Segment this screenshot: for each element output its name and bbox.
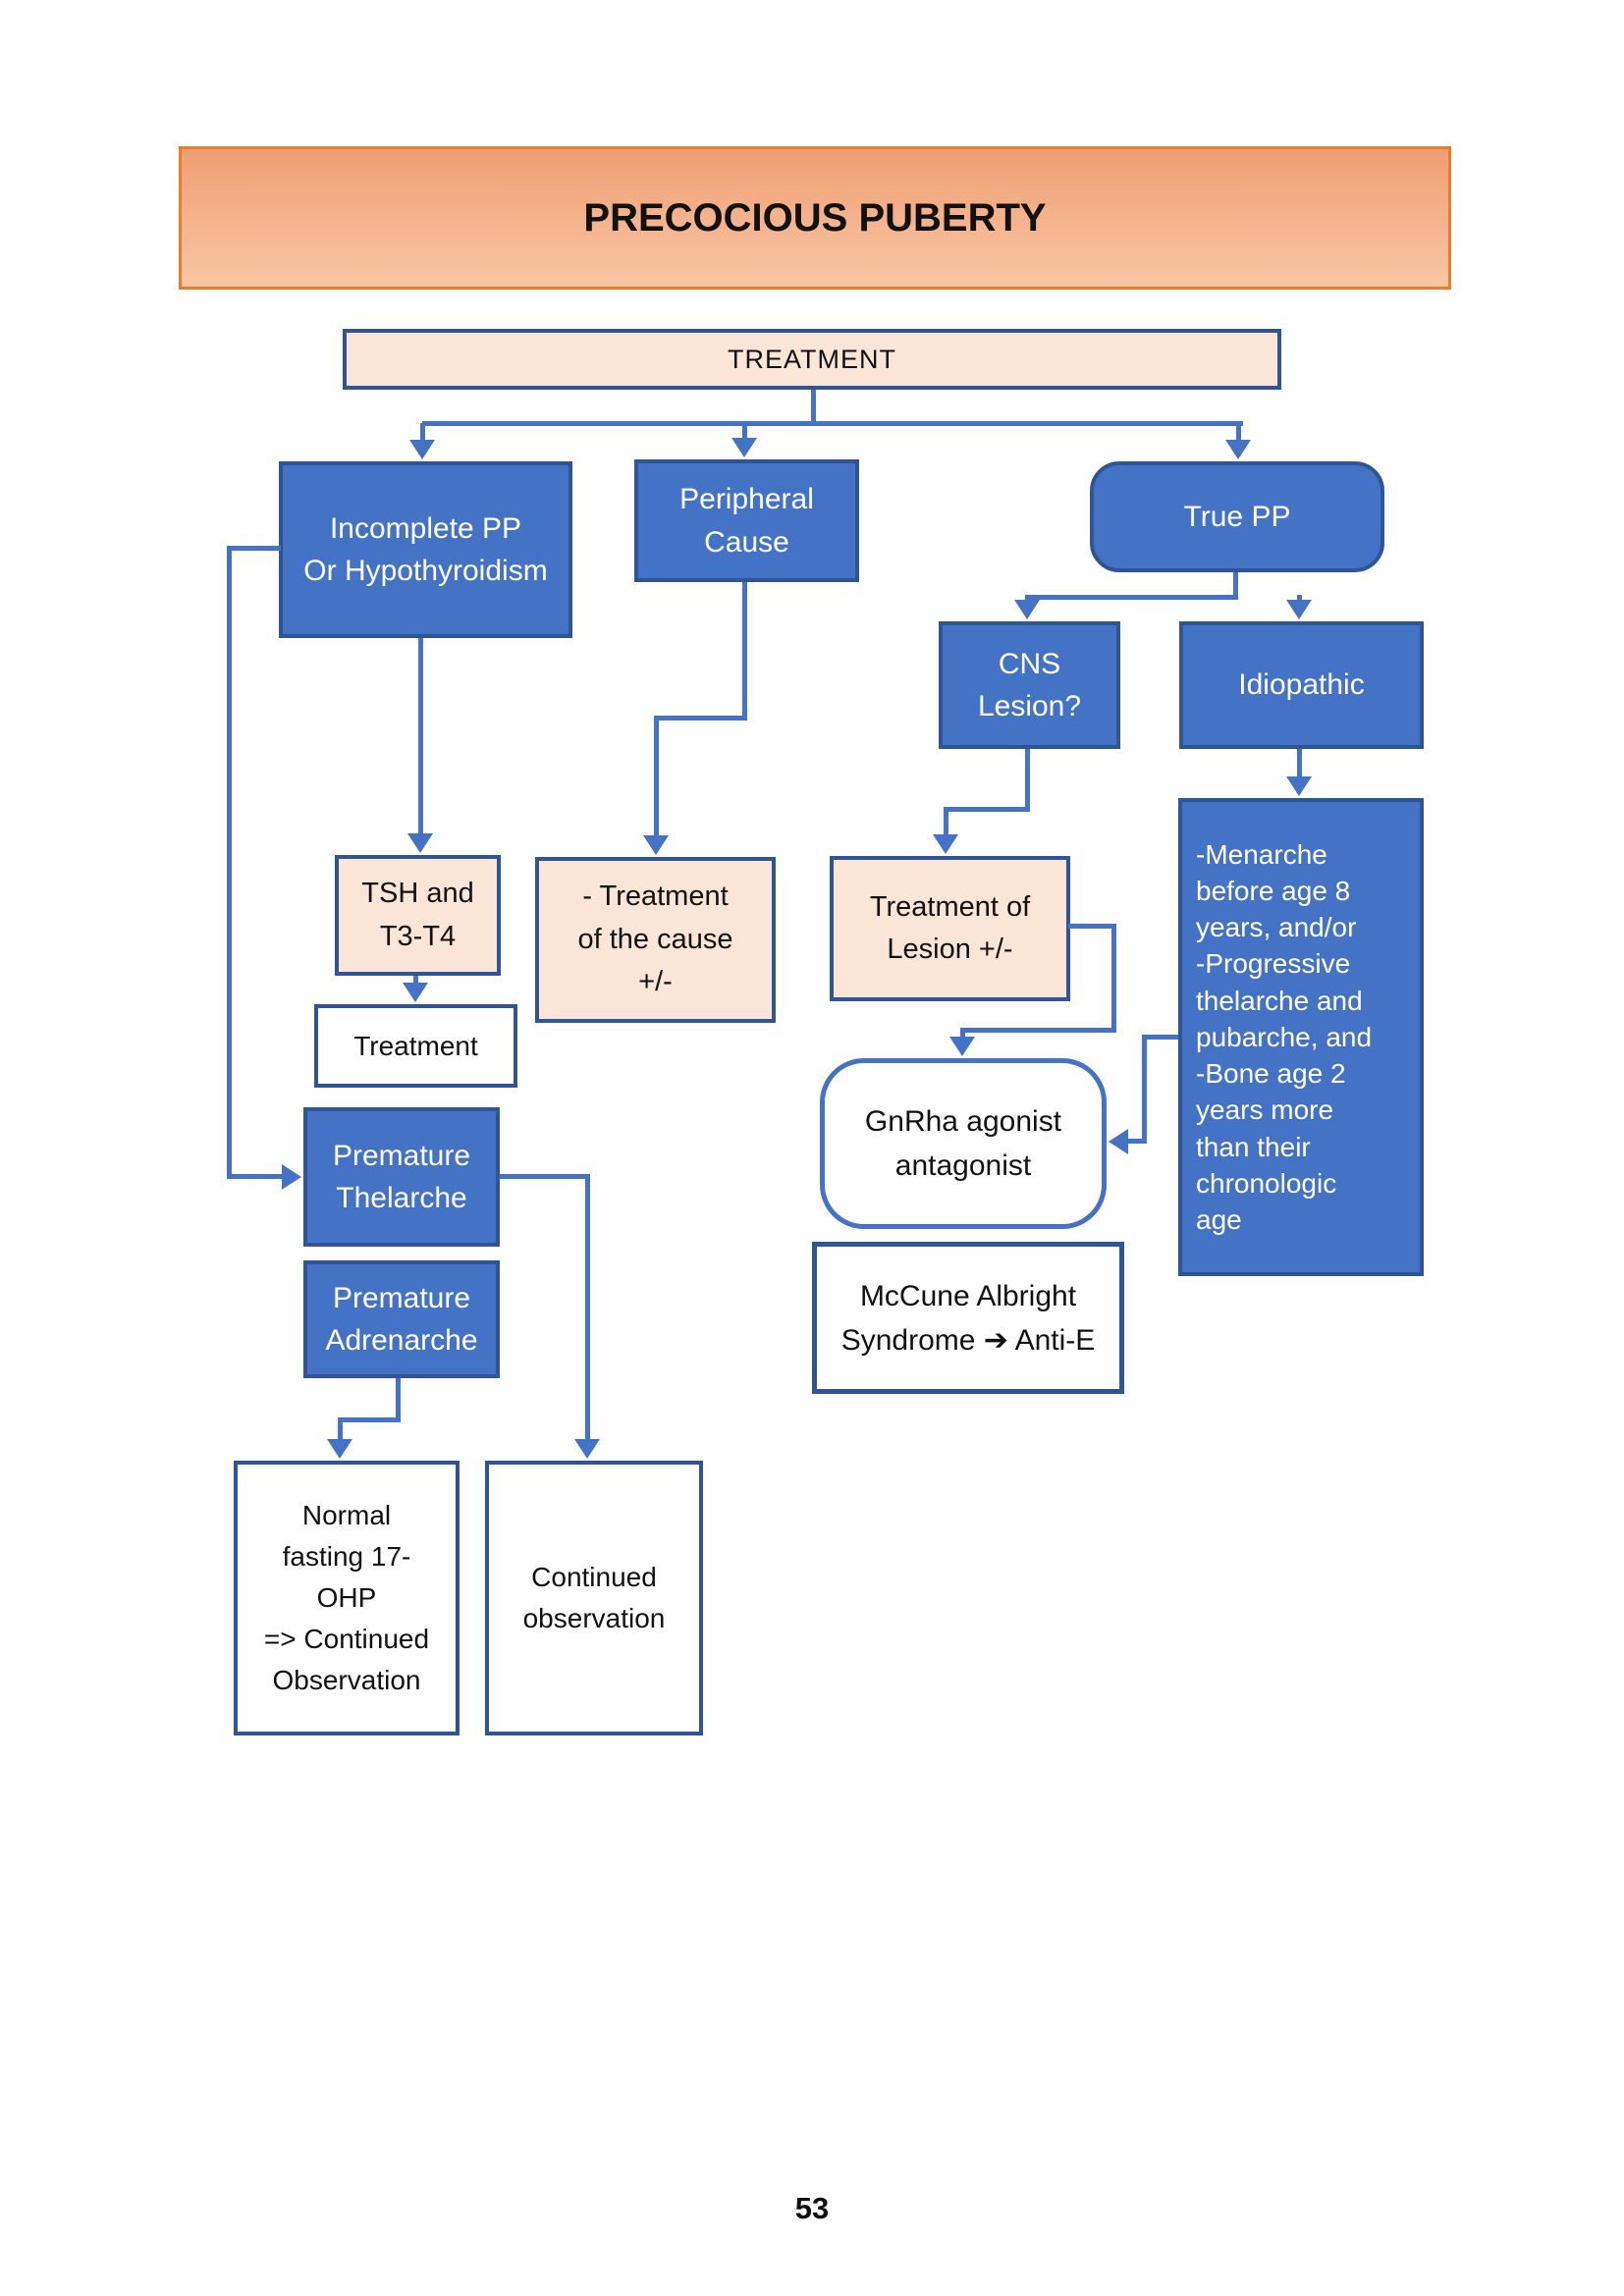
connector-line <box>742 582 747 720</box>
node-gnrha-agonist: GnRha agonist antagonist <box>820 1058 1107 1229</box>
connector-line <box>1142 1035 1147 1144</box>
node-continued-observation: Continued observation <box>485 1461 703 1735</box>
connector-line <box>1297 749 1302 778</box>
connector-line <box>1127 1139 1145 1144</box>
normal-17ohp-label: Normal fasting 17- OHP => Continued Obse… <box>263 1500 430 1695</box>
true-pp-label: True PP <box>1183 500 1291 533</box>
connector-arrowhead <box>1014 600 1040 619</box>
connector-arrowhead <box>1286 600 1312 619</box>
connector-line <box>500 1174 590 1179</box>
connector-line <box>811 390 816 423</box>
treatment-of-lesion-label: Treatment of Lesion +/- <box>869 890 1031 966</box>
node-true-pp: True PP <box>1090 461 1384 572</box>
page-number: 53 <box>794 2191 830 2225</box>
connector-line <box>1025 749 1030 812</box>
connector-line <box>1297 595 1302 604</box>
connector-arrowhead <box>574 1439 600 1459</box>
connector-line <box>338 1417 401 1422</box>
node-idiopathic: Idiopathic <box>1179 621 1424 749</box>
connector-line <box>338 1417 343 1442</box>
connector-arrowhead <box>327 1439 352 1459</box>
connector-line <box>585 1174 590 1441</box>
incomplete-pp-label: Incomplete PP Or Hypothyroidism <box>303 511 548 588</box>
node-treatment-plain: Treatment <box>314 1004 517 1088</box>
premature-thelarche-label: Premature Thelarche <box>332 1139 471 1215</box>
node-premature-thelarche: Premature Thelarche <box>303 1107 500 1247</box>
node-treatment-of-lesion: Treatment of Lesion +/- <box>830 856 1070 1001</box>
mccune-label: McCune Albright Syndrome ➔ Anti-E <box>840 1279 1096 1357</box>
node-treatment-of-cause: - Treatment of the cause +/- <box>535 857 776 1023</box>
connector-line <box>1025 595 1030 604</box>
node-premature-adrenarche: Premature Adrenarche <box>303 1260 500 1378</box>
node-cns-lesion: CNS Lesion? <box>939 621 1120 749</box>
connector-line <box>227 546 281 551</box>
premature-adrenarche-label: Premature Adrenarche <box>325 1281 478 1358</box>
gnrha-label: GnRha agonist antagonist <box>864 1105 1062 1182</box>
treatment-plain-label: Treatment <box>353 1030 478 1061</box>
connector-line <box>227 1174 284 1179</box>
node-tsh-t3-t4: TSH and T3-T4 <box>335 855 501 976</box>
treatment-of-cause-label: - Treatment of the cause +/- <box>577 881 733 998</box>
connector-arrowhead <box>282 1164 301 1190</box>
connector-line <box>944 807 948 836</box>
connector-line <box>227 546 232 1179</box>
connector-arrowhead <box>1286 776 1312 796</box>
treatment-header-label: TREATMENT <box>728 344 896 374</box>
connector-line <box>654 716 659 837</box>
connector-arrowhead <box>933 834 958 854</box>
connector-line <box>1142 1035 1178 1040</box>
connector-line <box>654 716 747 721</box>
idiopathic-criteria-label: -Menarche before age 8 years, and/or -Pr… <box>1196 838 1373 1236</box>
connector-line <box>1111 924 1116 1033</box>
page-title: PRECOCIOUS PUBERTY <box>583 195 1047 240</box>
connector-line <box>413 976 418 986</box>
connector-arrowhead <box>643 835 669 855</box>
title-banner: PRECOCIOUS PUBERTY <box>179 146 1451 290</box>
connector-line <box>420 423 425 443</box>
node-treatment-header: TREATMENT <box>343 329 1281 390</box>
cns-lesion-label: CNS Lesion? <box>977 647 1082 723</box>
connector-arrowhead <box>949 1037 975 1056</box>
connector-line <box>944 807 1030 812</box>
idiopathic-label: Idiopathic <box>1238 668 1365 702</box>
connector-line <box>396 1378 401 1422</box>
connector-line <box>1068 924 1116 929</box>
connector-arrowhead <box>1109 1129 1128 1154</box>
connector-line <box>960 1028 1116 1033</box>
continued-observation-label: Continued observation <box>522 1562 666 1633</box>
connector-arrowhead <box>407 833 433 853</box>
node-mccune-albright: McCune Albright Syndrome ➔ Anti-E <box>812 1242 1124 1394</box>
connector-line <box>1236 423 1241 443</box>
node-incomplete-pp: Incomplete PP Or Hypothyroidism <box>279 461 572 638</box>
connector-line <box>742 423 747 441</box>
node-peripheral-cause: Peripheral Cause <box>634 459 859 582</box>
connector-arrowhead <box>731 438 757 457</box>
connector-line <box>418 638 423 833</box>
connector-line <box>1025 595 1238 600</box>
connector-line <box>1233 572 1238 600</box>
tsh-label: TSH and T3-T4 <box>361 878 474 952</box>
connector-line <box>422 421 1243 426</box>
connector-arrowhead <box>1225 440 1251 459</box>
connector-arrowhead <box>403 983 428 1002</box>
peripheral-cause-label: Peripheral Cause <box>679 483 814 559</box>
node-normal-17ohp: Normal fasting 17- OHP => Continued Obse… <box>234 1461 460 1735</box>
connector-arrowhead <box>409 440 435 459</box>
node-idiopathic-criteria: -Menarche before age 8 years, and/or -Pr… <box>1178 798 1424 1276</box>
connector-line <box>960 1028 965 1040</box>
